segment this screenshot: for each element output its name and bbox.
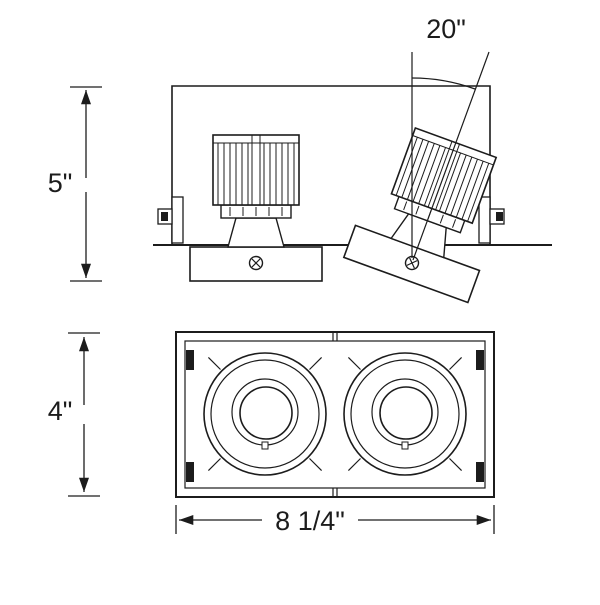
- dimension-front-height: 4": [48, 332, 100, 497]
- front-width-label: 8 1/4": [275, 506, 345, 536]
- trim-frame-inner: [184, 340, 486, 489]
- dimension-annotations: 5" 20" 4" 8 1/4": [48, 14, 495, 536]
- side-view: [153, 51, 552, 304]
- front-view: [175, 331, 495, 498]
- tilt-angle-label: 20": [426, 14, 466, 44]
- fixture-straight: [189, 134, 323, 282]
- corner-marks-left: [207, 356, 323, 472]
- angle-arc: [411, 77, 476, 90]
- dimension-side-height: 5": [48, 86, 102, 282]
- lamp-left: [203, 352, 327, 476]
- front-height-label: 4": [48, 396, 73, 426]
- mounting-bracket-right: [478, 196, 505, 244]
- corner-marks-right: [347, 356, 463, 472]
- mounting-bracket-left: [157, 196, 184, 244]
- center-joint-marks: [332, 332, 338, 497]
- tilt-angle-annotation: [411, 51, 490, 261]
- side-height-label: 5": [48, 168, 73, 198]
- lamp-right: [343, 352, 467, 476]
- dimension-front-width: 8 1/4": [175, 505, 495, 536]
- retention-clips: [186, 350, 484, 482]
